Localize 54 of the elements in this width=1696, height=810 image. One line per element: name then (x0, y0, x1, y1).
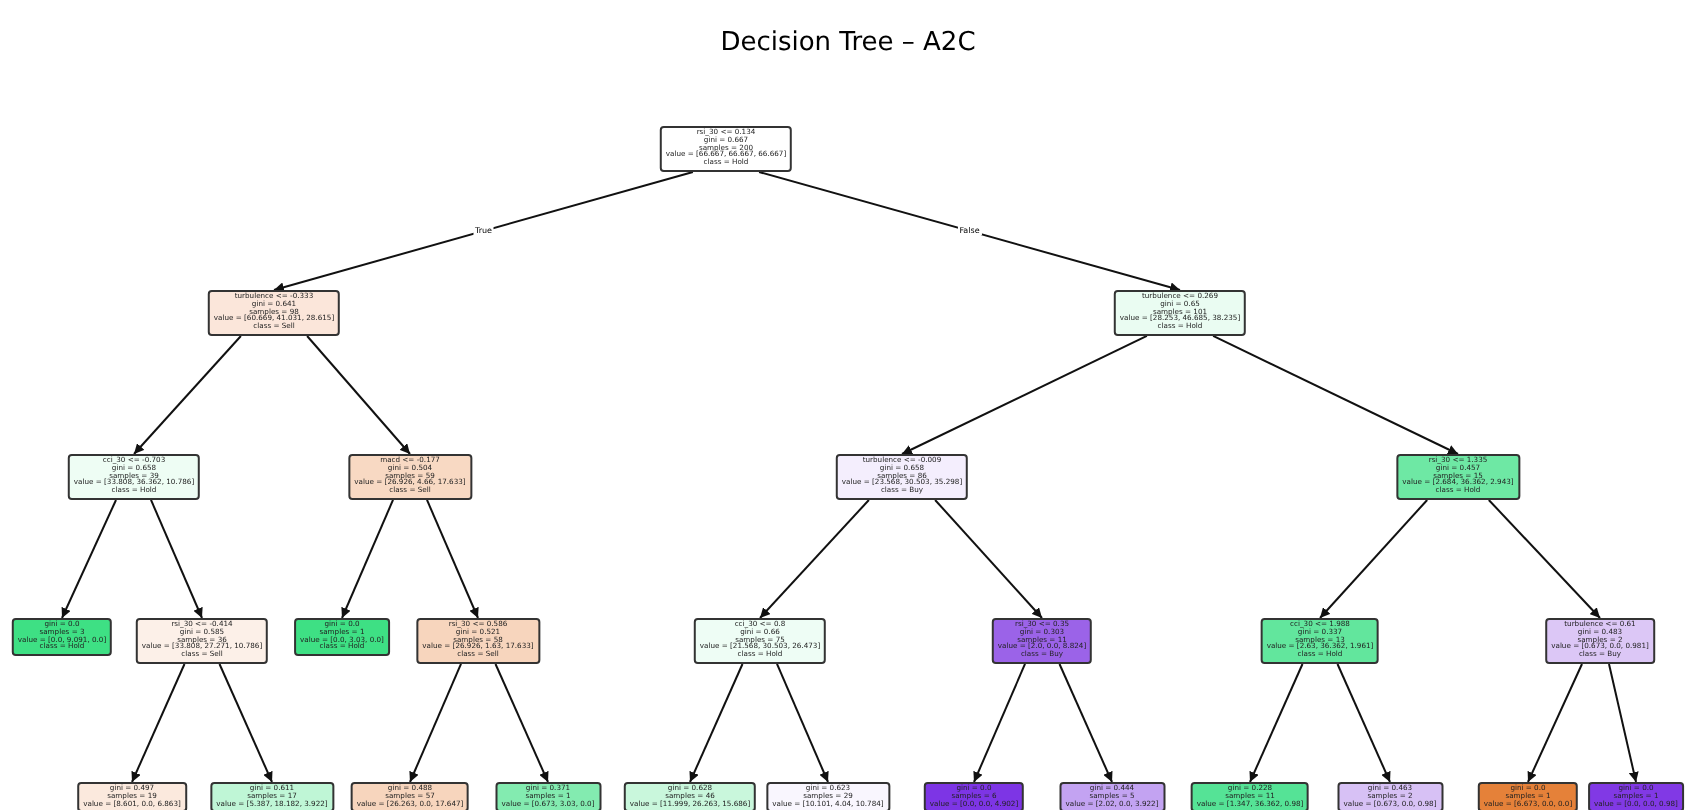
arrow (934, 498, 1043, 619)
arrow (1608, 662, 1639, 783)
arrow (759, 498, 870, 619)
arrow (426, 498, 479, 619)
tree-node-box (991, 618, 1093, 664)
tree-node-box (495, 782, 601, 810)
arrow (758, 170, 1181, 293)
tree-node-box (923, 782, 1025, 810)
arrow (150, 498, 203, 619)
tree-node-box (210, 782, 334, 810)
tree-node-box (207, 290, 341, 336)
arrow (1212, 334, 1459, 455)
arrow (1527, 662, 1583, 783)
arrow (1058, 662, 1113, 783)
tree-node-box (77, 782, 187, 810)
tree-node-box (348, 454, 472, 500)
arrow (689, 662, 744, 783)
arrow (409, 662, 462, 783)
tree-node-box (1260, 618, 1380, 664)
arrow (306, 334, 411, 455)
arrow (1487, 498, 1601, 619)
tree-node-box (835, 454, 969, 500)
arrow (273, 170, 694, 293)
chart-title: Decision Tree – A2C (718, 26, 978, 62)
arrow (61, 498, 117, 619)
tree-node-box (294, 618, 390, 657)
tree-node-box (1477, 782, 1579, 810)
arrow (341, 498, 394, 619)
tree-node-box (135, 618, 269, 664)
tree-node-box (659, 126, 793, 172)
arrow (133, 334, 242, 455)
arrow (1336, 662, 1391, 783)
tree-node-box (1396, 454, 1520, 500)
arrow (1249, 662, 1304, 783)
tree-node-box (67, 454, 201, 500)
tree-node-box (623, 782, 757, 810)
arrow (901, 334, 1148, 455)
tree-node-box (766, 782, 890, 810)
tree-node-box (1059, 782, 1165, 810)
tree-node-box (1545, 618, 1655, 664)
tree-node-box (693, 618, 827, 664)
arrow (494, 662, 549, 783)
tree-node-box (1190, 782, 1310, 810)
arrow (1319, 498, 1429, 619)
arrow (973, 662, 1026, 783)
tree-node-box (11, 618, 113, 657)
tree-node-box (416, 618, 540, 664)
tree-node-box (350, 782, 470, 810)
arrow (131, 662, 186, 783)
tree-node-box (1588, 782, 1684, 810)
tree-node-box (1337, 782, 1443, 810)
tree-node-box (1113, 290, 1247, 336)
arrow (218, 662, 273, 783)
arrow (776, 662, 829, 783)
